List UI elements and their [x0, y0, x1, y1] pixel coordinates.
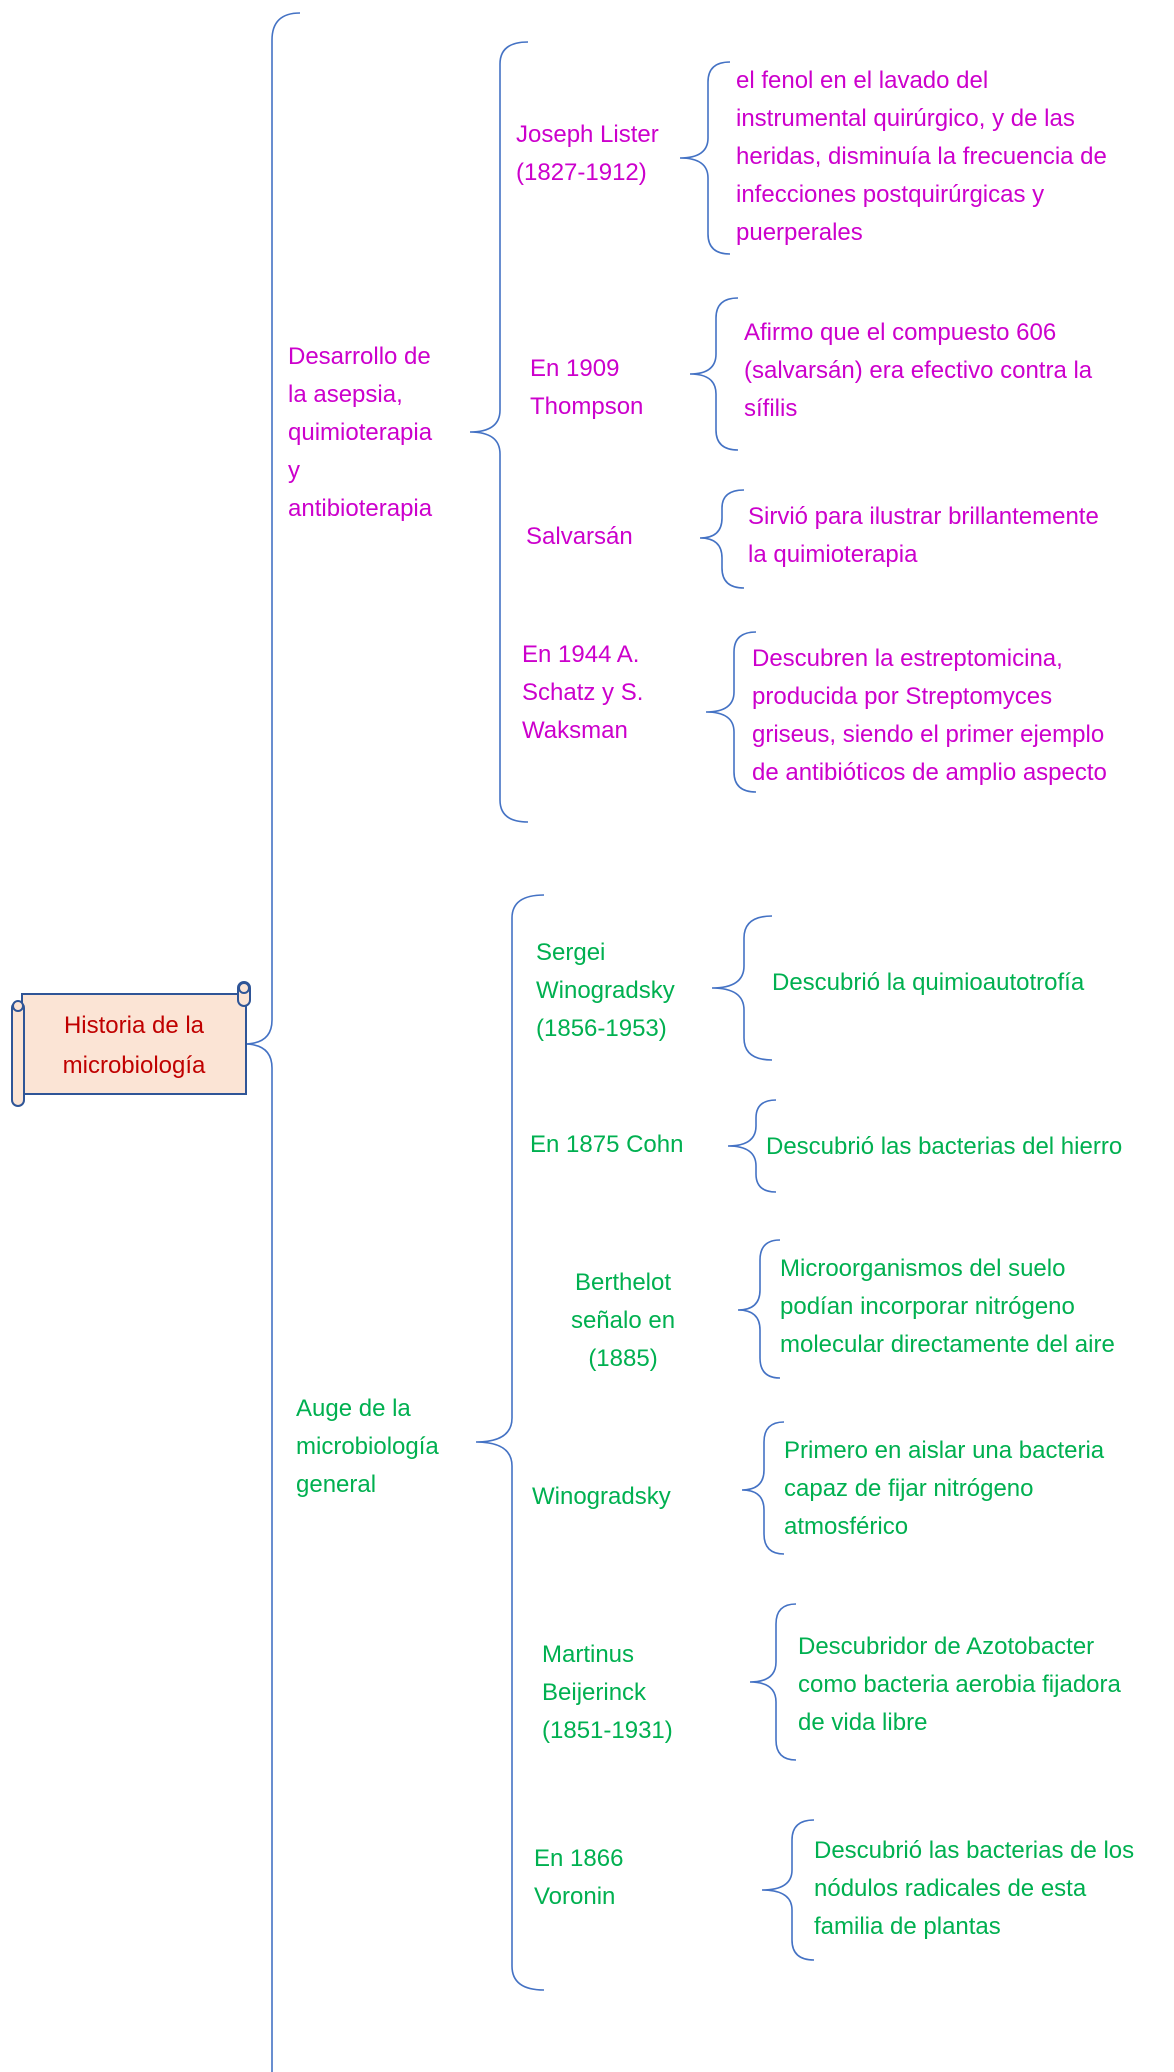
- item-bracket-schatz: [705, 631, 757, 793]
- item-name-lister: Joseph Lister (1827-1912): [516, 121, 659, 186]
- item-detail-schatz: Descubren la estreptomicina, producida p…: [752, 645, 1107, 786]
- root-label: Historia de la microbiología: [62, 1012, 206, 1079]
- item-name-voronin: En 1866 Voronin: [534, 1845, 624, 1910]
- item-name-winogradsky: Winogradsky: [532, 1483, 671, 1510]
- item-bracket-cohn: [727, 1099, 777, 1193]
- item-bracket-sergei: [711, 915, 773, 1061]
- item-name-sergei: Sergei Winogradsky (1856-1953): [536, 939, 675, 1042]
- root-scroll-shape: [11, 981, 251, 1107]
- item-bracket-berthelot: [737, 1239, 781, 1379]
- item-bracket-lister: [679, 61, 731, 255]
- section-label-asepsia: Desarrollo de la asepsia, quimioterapia …: [288, 343, 433, 522]
- root-bracket: [243, 12, 301, 2072]
- item-detail-winogradsky: Primero en aislar una bacteria capaz de …: [784, 1437, 1105, 1540]
- item-name-salvarsan: Salvarsán: [526, 523, 633, 550]
- item-detail-berthelot: Microorganismos del suelo podían incorpo…: [780, 1255, 1115, 1358]
- item-bracket-voronin: [761, 1819, 815, 1961]
- item-bracket-beijerinck: [749, 1603, 797, 1761]
- item-detail-voronin: Descubrió las bacterias de los nódulos r…: [814, 1837, 1135, 1940]
- section1-bracket: [469, 41, 529, 823]
- item-detail-sergei: Descubrió la quimioautotrofía: [772, 969, 1085, 996]
- item-bracket-thompson: [689, 297, 739, 451]
- item-detail-salvarsan: Sirvió para ilustrar brillantemente la q…: [748, 503, 1099, 568]
- item-name-thompson: En 1909 Thompson: [530, 355, 644, 420]
- item-name-beijerinck: Martinus Beijerinck (1851-1931): [542, 1641, 673, 1744]
- item-name-berthelot: Berthelot señalo en (1885): [570, 1269, 676, 1372]
- item-bracket-winogradsky: [741, 1421, 785, 1555]
- item-detail-cohn: Descubrió las bacterias del hierro: [766, 1133, 1123, 1160]
- section2-bracket: [475, 894, 545, 1991]
- item-name-schatz: En 1944 A. Schatz y S. Waksman: [522, 641, 644, 744]
- item-detail-lister: el fenol en el lavado del instrumental q…: [736, 67, 1107, 246]
- item-detail-thompson: Afirmo que el compuesto 606 (salvarsán) …: [744, 319, 1093, 422]
- item-detail-beijerinck: Descubridor de Azotobacter como bacteria…: [798, 1633, 1121, 1736]
- item-bracket-salvarsan: [699, 489, 745, 589]
- section-label-auge: Auge de la microbiología general: [296, 1395, 439, 1498]
- item-name-cohn: En 1875 Cohn: [530, 1131, 684, 1158]
